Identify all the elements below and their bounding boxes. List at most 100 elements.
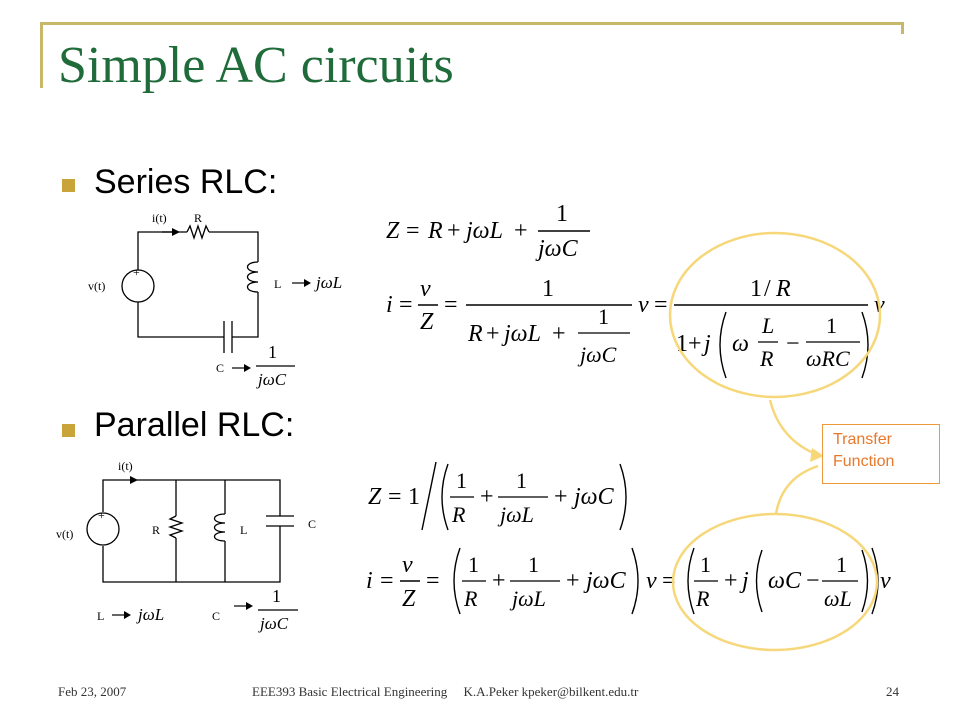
svg-text:−: −: [806, 568, 820, 594]
svg-text:=: =: [654, 292, 668, 318]
svg-text:+: +: [554, 484, 568, 510]
svg-text:1: 1: [268, 342, 277, 362]
svg-text:1: 1: [456, 468, 467, 493]
voltage-source-icon: [121, 269, 155, 303]
parallel-l-bottom-label: L: [97, 609, 104, 623]
transfer-highlight-series: [668, 231, 882, 399]
slide-frame-left: [40, 22, 43, 88]
parallel-plus-label: +: [98, 508, 105, 522]
svg-text:jωL: jωL: [463, 218, 503, 244]
svg-text:−: −: [786, 331, 800, 357]
parallel-c-bottom-label: C: [212, 609, 220, 623]
capacitor-icon: [266, 515, 294, 527]
svg-text:jωC: jωC: [571, 484, 615, 510]
svg-text:+: +: [514, 218, 528, 244]
svg-text:jωL: jωL: [497, 502, 534, 527]
arrowhead-icon: [810, 448, 824, 462]
svg-text:v: v: [638, 292, 649, 318]
transfer-label-line1: Transfer: [833, 431, 892, 448]
transfer-highlight-parallel: [671, 512, 879, 652]
slide-frame-top: [40, 22, 904, 25]
svg-text:1: 1: [556, 201, 568, 227]
svg-text:L: L: [761, 313, 774, 338]
svg-text:1: 1: [700, 552, 711, 577]
svg-text:ω: ω: [732, 331, 749, 357]
series-circuit: [121, 223, 259, 353]
series-source-label: v(t): [88, 279, 105, 293]
slide-title: Simple AC circuits: [58, 37, 454, 94]
svg-text:=: =: [426, 568, 440, 594]
svg-text:R: R: [759, 346, 774, 371]
svg-text:+: +: [566, 568, 580, 594]
slide-frame-right: [901, 22, 904, 34]
parallel-source-label: v(t): [56, 527, 73, 541]
svg-text:Z: Z: [386, 218, 400, 244]
svg-text:R: R: [467, 321, 483, 347]
bullet-parallel-rlc: Parallel RLC:: [94, 406, 295, 444]
svg-text:R: R: [463, 586, 478, 611]
parallel-c-impedance: 1 jωC: [234, 586, 298, 633]
svg-text:jωC: jωC: [577, 342, 617, 367]
parallel-impedance-equation: Z = 1 1 R + 1 jωL + jωC: [368, 461, 627, 531]
parallel-l-impedance: jωL: [112, 605, 164, 624]
series-l-label: L: [274, 277, 281, 291]
svg-text:R: R: [451, 502, 466, 527]
series-c-impedance: 1 jωC: [232, 342, 295, 389]
series-current-equation: i = v Z = 1 R + jωL + 1 jωC v = 1 / R 1+…: [386, 276, 885, 379]
svg-text:j: j: [739, 568, 749, 594]
svg-text:=: =: [444, 292, 458, 318]
current-arrow-icon: [172, 228, 180, 236]
parallel-c-label: C: [308, 517, 316, 531]
svg-text:i: i: [386, 292, 393, 318]
transfer-function-callout: Transfer Function: [822, 424, 940, 484]
svg-text:1+: 1+: [676, 331, 702, 357]
svg-text:Z: Z: [402, 586, 416, 612]
svg-text:=: =: [406, 218, 420, 244]
svg-text:v: v: [402, 552, 413, 578]
svg-text:1: 1: [826, 313, 837, 338]
parallel-l-label: L: [240, 523, 247, 537]
bullet-icon: [62, 179, 75, 192]
svg-text:/: /: [764, 276, 771, 302]
svg-text:ωRC: ωRC: [806, 346, 850, 371]
footer-date: Feb 23, 2007: [58, 684, 127, 699]
svg-text:v: v: [880, 568, 891, 594]
svg-text:v: v: [646, 568, 657, 594]
svg-text:1: 1: [408, 484, 420, 510]
svg-text:jωL: jωL: [501, 321, 541, 347]
svg-text:+: +: [447, 218, 461, 244]
voltage-source-icon: [86, 512, 120, 546]
svg-text:1: 1: [598, 304, 609, 329]
svg-text:1: 1: [750, 276, 762, 302]
svg-text:R: R: [695, 586, 710, 611]
current-arrow-icon: [130, 476, 138, 484]
svg-text:jωC: jωC: [535, 236, 579, 262]
transfer-label-line2: Function: [833, 453, 895, 470]
svg-text:i: i: [366, 568, 373, 594]
svg-text:+: +: [724, 568, 738, 594]
svg-text:jωL: jωL: [136, 605, 164, 624]
svg-text:R: R: [775, 276, 791, 302]
footer-page-number: 24: [886, 684, 899, 699]
svg-text:1: 1: [272, 586, 281, 606]
svg-text:1: 1: [468, 552, 479, 577]
svg-text:1: 1: [836, 552, 847, 577]
svg-text:Z: Z: [420, 309, 434, 335]
svg-text:1: 1: [542, 276, 554, 302]
bullet-series-rlc: Series RLC:: [94, 163, 278, 201]
svg-text:jωC: jωC: [583, 568, 627, 594]
svg-text:+: +: [486, 321, 500, 347]
series-plus-label: +: [133, 265, 140, 279]
svg-text:jωL: jωL: [314, 273, 342, 292]
parallel-r-label: R: [152, 523, 160, 537]
resistor-icon: [167, 515, 185, 539]
svg-text:jωC: jωC: [256, 370, 287, 389]
svg-text:Z: Z: [368, 484, 382, 510]
svg-text:=: =: [388, 484, 402, 510]
svg-text:+: +: [492, 568, 506, 594]
svg-text:v: v: [420, 276, 431, 302]
parallel-current-label: i(t): [118, 459, 133, 473]
inductor-icon: [246, 261, 259, 293]
svg-text:ωC: ωC: [768, 568, 802, 594]
